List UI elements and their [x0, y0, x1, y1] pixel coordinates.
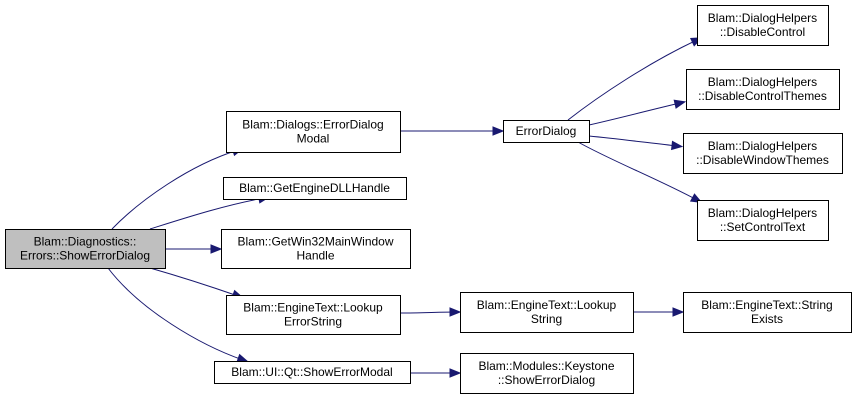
node-label-line: Handle [296, 249, 334, 263]
node-label-line: Blam::DialogHelpers [708, 139, 817, 153]
node-box [214, 361, 411, 384]
edge-show_error_dialog-to-lookup_error_string [149, 267, 239, 297]
node-label-line: Exists [751, 312, 783, 326]
node-box [221, 229, 411, 269]
edge-show_error_dialog-to-show_error_modal [107, 267, 244, 361]
node-label-line: Blam::Dialogs::ErrorDialog [242, 118, 383, 132]
edge-show_error_dialog-to-error_dialog_modal [111, 149, 239, 230]
arrowhead-lookup_string-to-string_exists [672, 307, 685, 317]
node-label-line: Blam::EngineText::String [701, 298, 832, 312]
node-keystone-show-error-dialog[interactable]: Blam::Modules::Keystone::ShowErrorDialog [460, 353, 634, 394]
node-box [226, 111, 401, 153]
node-label-line: Blam::DialogHelpers [708, 206, 817, 220]
arrowhead-lookup_error_string-to-lookup_string [449, 307, 462, 317]
edge-show_error_dialog-to-get_engine_dll_handle [149, 197, 265, 230]
node-label-line: Errors::ShowErrorDialog [20, 249, 150, 263]
arrowhead-show_error_dialog-to-show_error_modal [236, 353, 249, 363]
node-label-line: Blam::Diagnostics:: [34, 235, 137, 249]
node-disable-control-themes[interactable]: Blam::DialogHelpers::DisableControlTheme… [686, 69, 840, 110]
node-label-line: Blam::EngineText::Lookup [477, 298, 617, 312]
node-box [226, 295, 401, 335]
node-box [686, 69, 840, 110]
node-box [460, 292, 634, 333]
node-box [683, 133, 843, 174]
node-label-line: ::DisableControl [720, 25, 805, 39]
node-label-line: ::SetControlText [720, 220, 806, 234]
arrowhead-error_dialog-to-disable_window_themes [671, 140, 684, 151]
node-get-engine-dll-handle[interactable]: Blam::GetEngineDLLHandle [223, 177, 407, 200]
node-label-line: ErrorString [284, 315, 342, 329]
node-label-line: Blam::DialogHelpers [708, 11, 817, 25]
edge-error_dialog-to-set_control_text [577, 141, 698, 201]
node-error-dialog[interactable]: ErrorDialog [503, 120, 590, 143]
arrowhead-error_dialog-to-disable_control_themes [673, 99, 687, 109]
node-label-line: ::ShowErrorDialog [498, 373, 595, 387]
node-label-line: String [531, 312, 562, 326]
node-box [223, 177, 407, 200]
node-disable-control[interactable]: Blam::DialogHelpers::DisableControl [697, 5, 829, 46]
node-show-error-modal[interactable]: Blam::UI::Qt::ShowErrorModal [214, 361, 411, 384]
edge-error_dialog-to-disable_window_themes [588, 135, 678, 147]
node-label-line: ::DisableControlThemes [698, 89, 827, 103]
node-box [503, 120, 590, 143]
node-set-control-text[interactable]: Blam::DialogHelpers::SetControlText [697, 200, 829, 241]
nodes-layer: Blam::Diagnostics::Errors::ShowErrorDial… [5, 5, 852, 394]
node-label-line: Blam::GetWin32MainWindow [237, 235, 393, 249]
node-label-line: ErrorDialog [516, 124, 577, 138]
node-label-line: Blam::GetEngineDLLHandle [239, 181, 390, 195]
node-show-error-dialog[interactable]: Blam::Diagnostics::Errors::ShowErrorDial… [5, 229, 166, 269]
node-label-line: Blam::DialogHelpers [708, 75, 817, 89]
node-label-line: Blam::EngineText::Lookup [243, 301, 383, 315]
edge-error_dialog-to-disable_control_themes [588, 102, 681, 126]
edge-error_dialog-to-disable_control [567, 39, 698, 121]
node-label-line: Blam::UI::Qt::ShowErrorModal [231, 365, 392, 379]
node-box [697, 200, 829, 241]
node-box [5, 229, 166, 269]
node-disable-window-themes[interactable]: Blam::DialogHelpers::DisableWindowThemes [683, 133, 843, 174]
node-label-line: Modal [297, 132, 330, 146]
node-label-line: ::DisableWindowThemes [696, 153, 829, 167]
node-box [460, 353, 634, 394]
arrowhead-show_error_modal-to-keystone_show_error_dialog [449, 368, 462, 378]
node-box [697, 5, 829, 46]
arrowhead-error_dialog_modal-to-error_dialog [492, 126, 505, 136]
node-label-line: Blam::Modules::Keystone [478, 359, 614, 373]
arrowhead-show_error_dialog-to-get_win32_main_window_handle [210, 244, 223, 254]
node-box [683, 292, 852, 333]
edge-lookup_error_string-to-lookup_string [399, 311, 456, 314]
